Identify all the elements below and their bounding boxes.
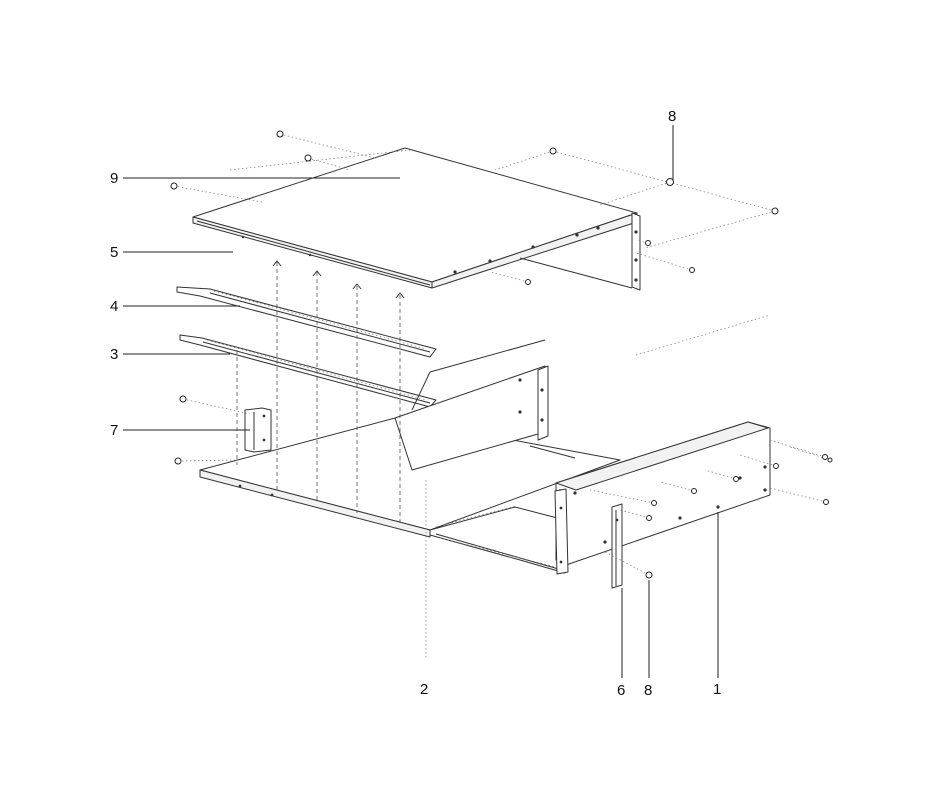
callout-6: 6 bbox=[617, 682, 625, 699]
callout-4: 4 bbox=[110, 298, 118, 315]
callout-2: 2 bbox=[420, 681, 428, 698]
callout-7: 7 bbox=[110, 422, 118, 439]
callout-8-bottom: 8 bbox=[644, 682, 652, 699]
screws bbox=[170, 130, 833, 579]
base-chassis-holes bbox=[238, 378, 544, 497]
vertical-bracket-right bbox=[611, 503, 623, 589]
screw-paths bbox=[173, 133, 831, 576]
callout-labels: 9 5 4 3 7 8 2 6 8 1 bbox=[110, 108, 721, 699]
top-cover-panel bbox=[192, 147, 641, 291]
side-panel bbox=[529, 421, 771, 575]
callout-9: 9 bbox=[110, 170, 118, 187]
alignment-lines bbox=[229, 149, 771, 660]
callout-5: 5 bbox=[110, 244, 118, 261]
top-cover-holes bbox=[241, 226, 638, 282]
vertical-bracket-left bbox=[244, 407, 272, 453]
callout-1: 1 bbox=[713, 681, 721, 698]
side-panel-holes bbox=[559, 465, 767, 564]
leader-lines bbox=[123, 125, 719, 678]
callout-3: 3 bbox=[110, 346, 118, 363]
base-chassis bbox=[199, 339, 621, 574]
rail-strip-upper bbox=[176, 286, 437, 358]
callout-8-top: 8 bbox=[668, 108, 676, 125]
